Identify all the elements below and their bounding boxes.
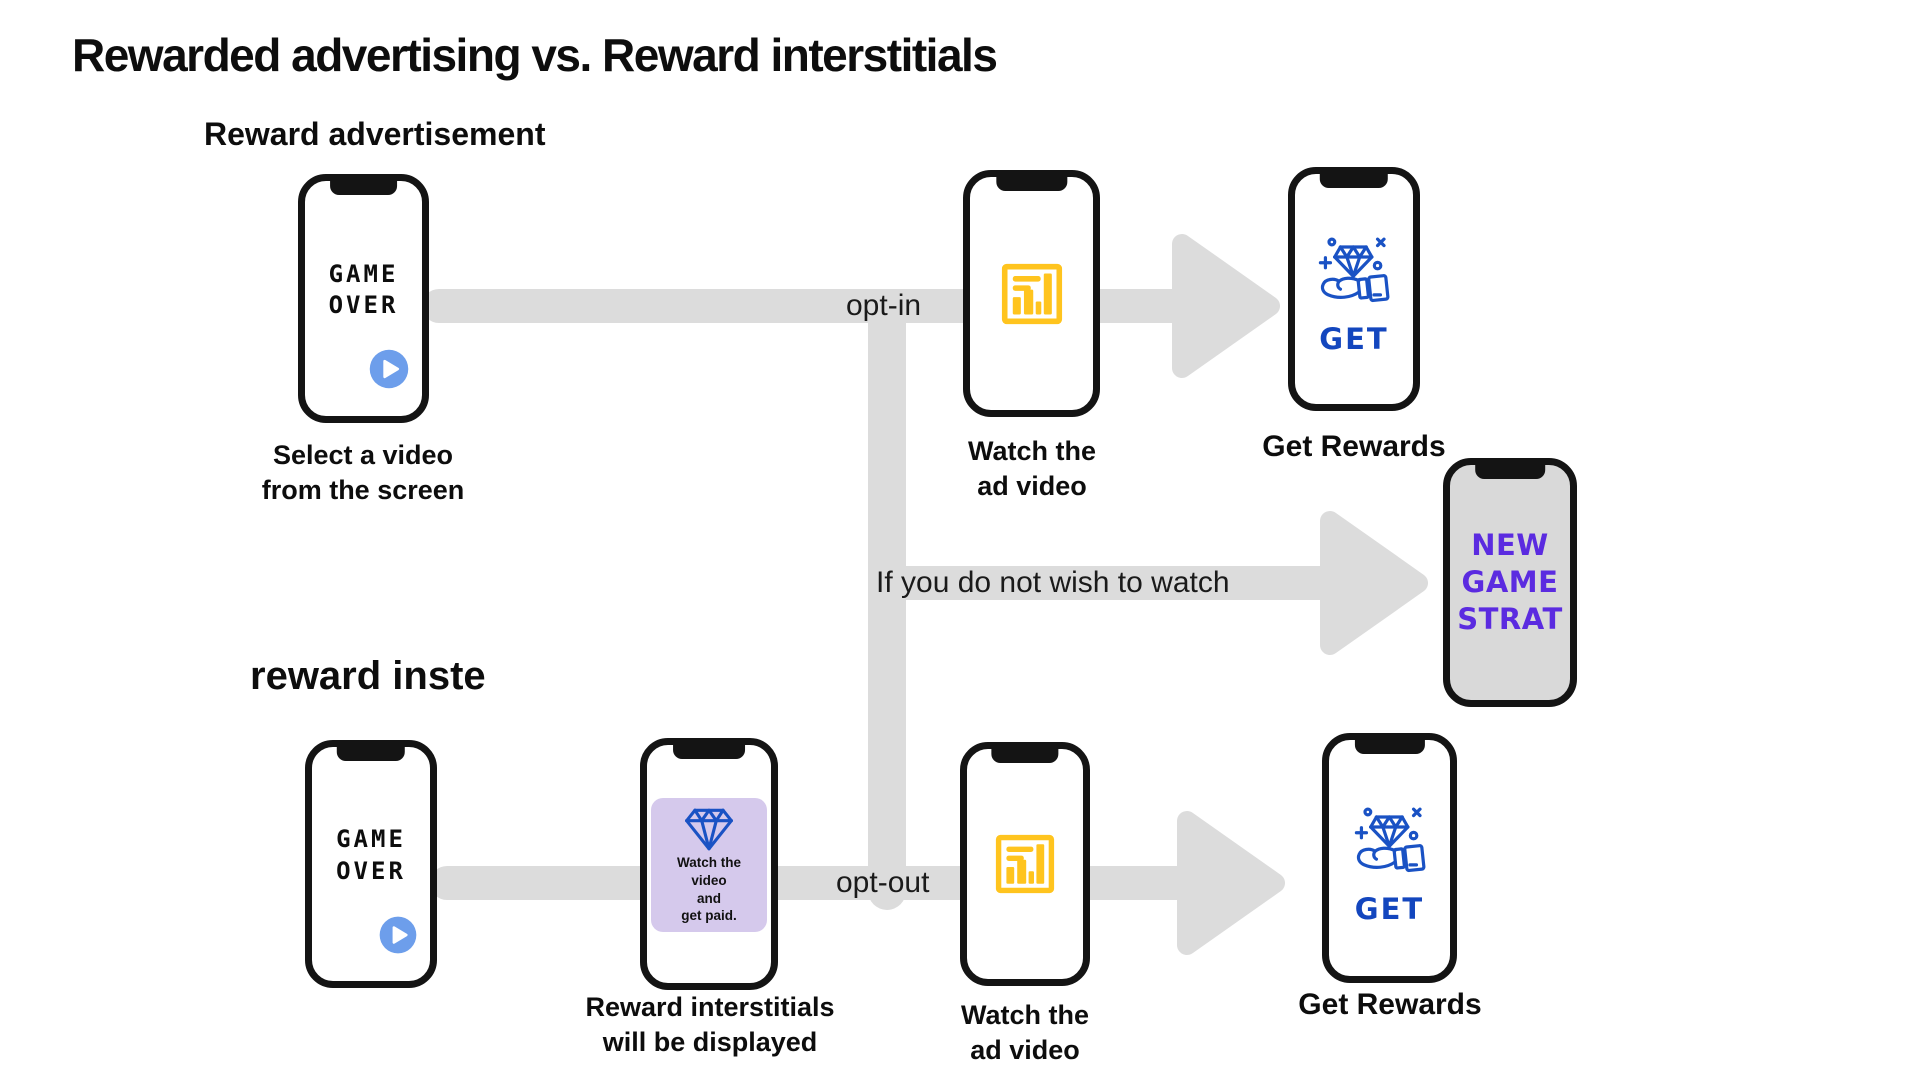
flow-bar-top-arrow-shaft [1085, 289, 1185, 323]
interstitial-overlay: Watch the video and get paid. [651, 798, 767, 932]
flow-arrow-top [1172, 234, 1280, 378]
arrow-head-shape [1320, 511, 1428, 655]
flow-label-do-not-wish: If you do not wish to watch [876, 566, 1230, 599]
phone-notch [1475, 464, 1545, 479]
phone-notch [673, 744, 745, 759]
flow-bar-middle [868, 566, 1337, 600]
diamond-hand-reward-icon [1318, 237, 1390, 303]
phone-game-over-bottom: GAME OVER [305, 740, 437, 988]
caption-watch-ad-top: Watch the ad video [968, 436, 1096, 501]
play-icon [379, 916, 417, 954]
caption-select-video: Select a video from the screen [261, 440, 465, 505]
get-label: GET [1354, 892, 1425, 926]
get-label: GET [1319, 322, 1389, 356]
phone-notch [991, 748, 1059, 763]
phone-get-rewards-bottom: GET [1322, 733, 1457, 983]
ad-bar-chart-icon [1001, 263, 1062, 324]
phone-notch [329, 180, 398, 195]
flow-label-opt-in: opt-in [846, 289, 922, 322]
phone-new-game: NEW GAME STRAT [1443, 458, 1577, 707]
ad-bar-chart-icon [995, 834, 1055, 894]
phone-notch [1354, 739, 1425, 754]
phone-notch [336, 746, 406, 761]
caption-watch-ad-bottom: Watch the ad video [961, 1000, 1089, 1065]
arrow-head-shape [1177, 811, 1285, 955]
diamond-icon [685, 808, 733, 851]
flow-branch-vertical-line [868, 298, 906, 910]
flow-label-opt-out: opt-out [836, 866, 930, 899]
phone-watch-ad-bottom [960, 742, 1090, 986]
section-label-reward-interstitial: reward inste [250, 654, 486, 698]
flow-arrow-bottom [1177, 811, 1285, 955]
phone-notch [995, 176, 1068, 191]
phone-game-over-top: GAME OVER [298, 174, 429, 423]
diamond-hand-reward-icon [1354, 807, 1425, 873]
phone-notch [1319, 173, 1389, 188]
game-over-text: GAME OVER [336, 825, 406, 885]
game-over-text: GAME OVER [328, 259, 399, 320]
phone-watch-ad-top [963, 170, 1100, 417]
arrow-head-shape [1172, 234, 1280, 378]
page-title: Rewarded advertising vs. Reward intersti… [72, 29, 998, 81]
phone-interstitial: Watch the video and get paid. [640, 738, 778, 990]
caption-interstitial: Reward interstitials will be displayed [585, 992, 835, 1057]
section-label-reward-advertisement: Reward advertisement [204, 116, 546, 152]
phone-get-rewards-top: GET [1288, 167, 1420, 411]
flow-bar-top [422, 289, 980, 323]
flow-bar-bottom-arrow-shaft [1085, 866, 1187, 900]
caption-get-rewards-bottom: Get Rewards [1298, 988, 1482, 1021]
new-game-text: NEW GAME STRAT [1457, 527, 1563, 637]
caption-get-rewards-top: Get Rewards [1262, 430, 1446, 463]
interstitial-message: Watch the video and get paid. [677, 855, 741, 924]
flow-arrow-middle [1320, 511, 1428, 655]
play-icon [369, 349, 409, 389]
